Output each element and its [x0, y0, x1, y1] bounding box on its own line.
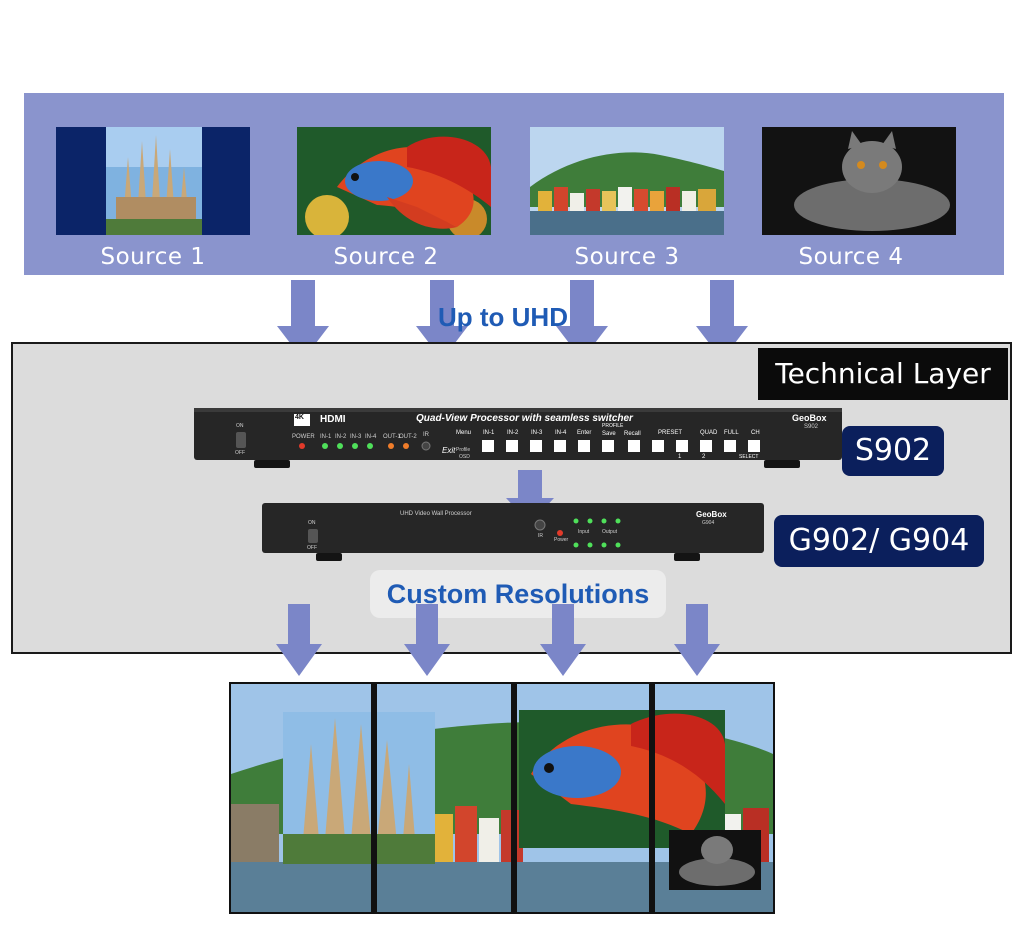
g902-title: UHD Video Wall Processor: [400, 511, 472, 517]
s902-led-in3: IN-3: [350, 434, 362, 440]
s902-btn-in2: IN-2: [507, 430, 519, 436]
source-2-label: Source 2: [333, 244, 439, 270]
s902-ir-label: IR: [423, 432, 429, 438]
g902-device: UHD Video Wall Processor GeoBox G904 ON …: [262, 503, 764, 561]
s902-hdmi-logo: HDMI: [320, 414, 346, 425]
g902-group-output: Output: [602, 529, 618, 535]
s902-btn-quad: QUAD: [700, 430, 718, 436]
s902-led-in2: IN-2: [335, 434, 347, 440]
harbor-town-image: [530, 127, 724, 235]
source-3-label: Source 3: [574, 244, 680, 270]
s902-brand: GeoBox: [792, 413, 827, 423]
s902-device: 4K HDMI Quad-View Processor with seamles…: [194, 408, 842, 470]
s902-model: S902: [804, 424, 819, 430]
g902-model: G904: [702, 520, 715, 526]
output-arrow-4: [674, 604, 720, 678]
technical-layer-label: Technical Layer: [758, 348, 1008, 400]
s902-sub-osd: OSD: [459, 454, 470, 460]
g902-ir-label: IR: [538, 533, 543, 539]
source-band: Source 1 Source 2: [24, 93, 1004, 275]
s902-btn-enter: Enter: [577, 430, 592, 436]
g902-brand: GeoBox: [696, 510, 727, 519]
g902-model-badge: G902/ G904: [774, 515, 984, 567]
input-resolution-label: Up to UHD: [438, 302, 568, 332]
s902-btn-in4: IN-4: [555, 430, 567, 436]
video-wall-composite-image: [231, 684, 773, 912]
s902-btn-recall: Recall: [624, 431, 641, 437]
g902-switch-off: OFF: [307, 545, 317, 551]
s902-model-badge: S902: [842, 426, 944, 476]
output-arrow-3: [540, 604, 586, 678]
source-1-label: Source 1: [100, 244, 206, 270]
s902-led-out1: OUT-1: [383, 434, 401, 440]
output-arrow-2: [404, 604, 450, 678]
s902-btn-preset: PRESET: [658, 430, 683, 436]
s902-btn-ch: CH: [751, 430, 760, 436]
s902-title: Quad-View Processor with seamless switch…: [416, 413, 633, 424]
s902-select-label: SELECT: [739, 454, 759, 460]
s902-4k-logo: 4K: [295, 414, 304, 421]
source-4-label: Source 4: [798, 244, 904, 270]
s902-exit-label: Exit: [442, 446, 456, 455]
g902-switch-on: ON: [308, 520, 316, 526]
video-wall-output: [229, 682, 775, 914]
s902-btn-save: Save: [602, 431, 616, 437]
s902-btn-in1: IN-1: [483, 430, 495, 436]
s902-led-power: POWER: [292, 434, 315, 440]
source-4-thumbnail: [762, 127, 956, 235]
s902-preset-2: 2: [702, 454, 706, 460]
s902-led-in1: IN-1: [320, 434, 332, 440]
gray-cat-image: [762, 127, 956, 235]
s902-led-in4: IN-4: [365, 434, 377, 440]
g902-group-power: Power: [554, 537, 569, 543]
s902-btn-in3: IN-3: [531, 430, 543, 436]
s902-led-out2: OUT-2: [399, 434, 417, 440]
s902-switch-on: ON: [236, 423, 244, 429]
s902-switch-off: OFF: [235, 450, 245, 456]
g902-group-input: Input: [578, 529, 590, 535]
s902-sub-profile: Profile: [456, 447, 471, 453]
source-1-thumbnail: [56, 127, 250, 235]
cathedral-image: [56, 127, 250, 235]
source-3-thumbnail: [530, 127, 724, 235]
output-arrow-1: [276, 604, 322, 678]
s902-preset-1: 1: [678, 454, 682, 460]
s902-profile-label: PROFILE: [602, 423, 624, 429]
betta-fish-image: [297, 127, 491, 235]
source-2-thumbnail: [297, 127, 491, 235]
s902-btn-full: FULL: [724, 430, 739, 436]
s902-btn-menu: Menu: [456, 430, 472, 436]
